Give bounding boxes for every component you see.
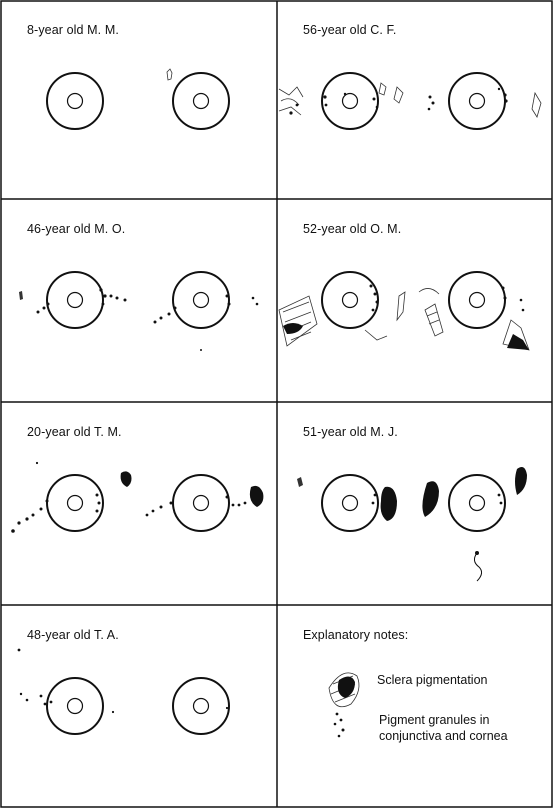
panel-56-year-old: 56-year old C. F. (277, 1, 553, 203)
panel-8-year-old: 8-year old M. M. (1, 1, 277, 203)
pigment-granules-symbol (333, 712, 345, 738)
panel-label: 46-year old M. O. (27, 222, 126, 236)
panel-46-year-old: 46-year old M. O. (1, 200, 277, 402)
eye-drawing (11, 461, 264, 533)
panel-label: 48-year old T. A. (27, 628, 119, 642)
pigment-granules-label-line2: conjunctiva and cornea (379, 729, 508, 743)
panel-20-year-old: 20-year old T. M. (1, 403, 277, 605)
panel-label: 8-year old M. M. (27, 23, 119, 37)
notes-title: Explanatory notes: (303, 628, 409, 642)
panel-label: 20-year old T. M. (27, 425, 122, 439)
panel-explanatory-notes: Explanatory notes: Sclera pigmentation P… (277, 606, 553, 808)
panel-51-year-old: 51-year old M. J. (277, 403, 553, 605)
panel-label: 52-year old O. M. (303, 222, 402, 236)
legend-symbols (328, 672, 360, 738)
sclera-pigmentation-symbol (328, 672, 360, 708)
panel-48-year-old: 48-year old T. A. (1, 606, 277, 808)
eye-drawing (278, 72, 542, 130)
panel-label: 51-year old M. J. (303, 425, 398, 439)
eye-drawing (278, 271, 530, 351)
panel-52-year-old: 52-year old O. M. (277, 200, 553, 402)
sclera-pigmentation-label: Sclera pigmentation (377, 673, 488, 687)
pigment-granules-label-line1: Pigment granules in (379, 713, 490, 727)
panel-label: 56-year old C. F. (303, 23, 397, 37)
eye-drawing (297, 467, 527, 582)
eye-drawing (46, 68, 230, 130)
eye-drawing (17, 648, 230, 735)
eye-drawing (19, 271, 259, 351)
